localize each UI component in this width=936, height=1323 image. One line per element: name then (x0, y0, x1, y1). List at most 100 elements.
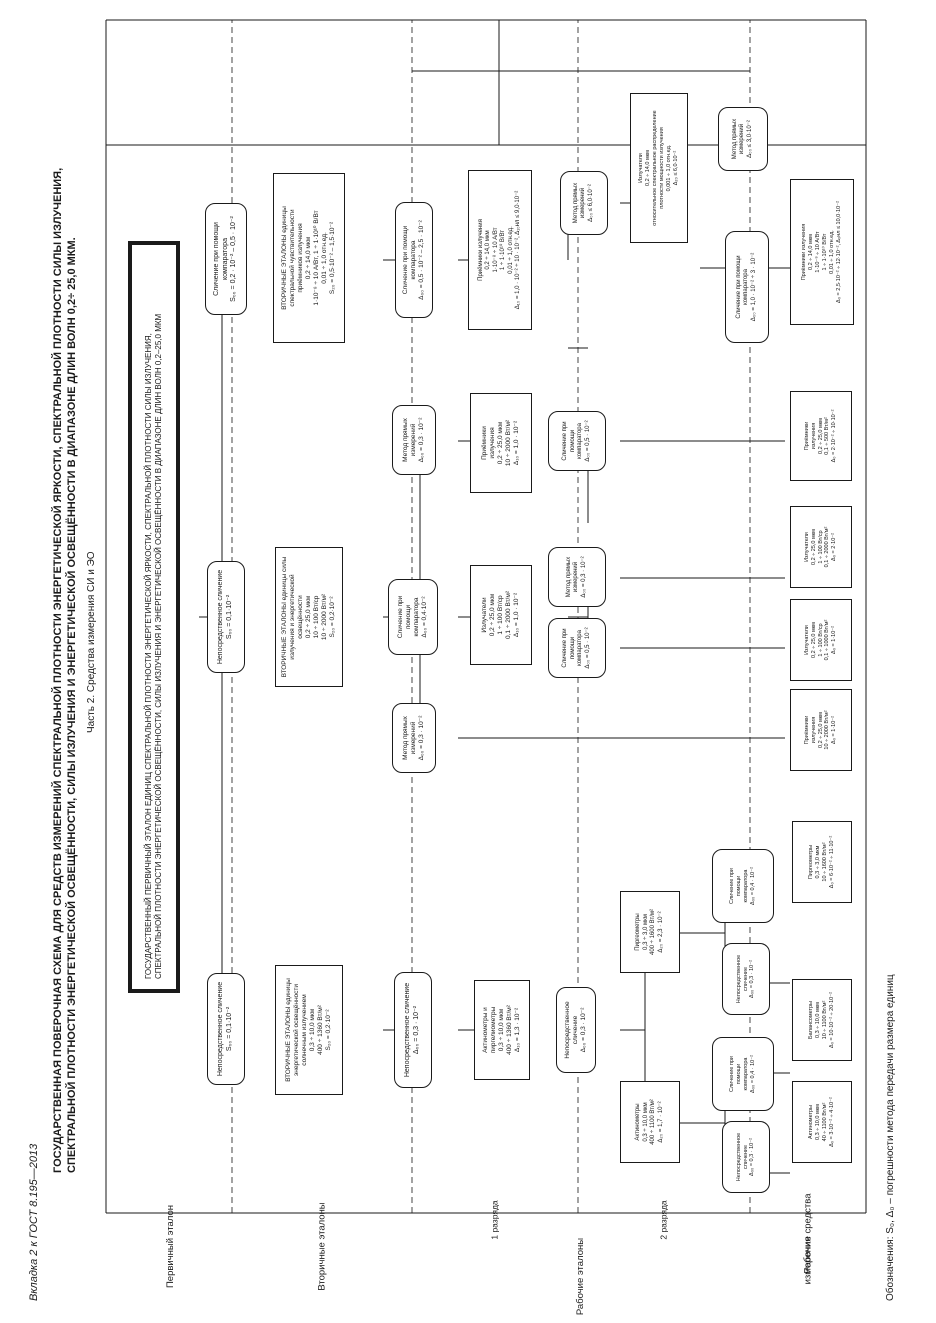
node-line: 0,2 ÷ 25,0 мкм (304, 595, 312, 639)
node-line: Δ₀ = 2·10⁻² (831, 533, 838, 561)
method-line: Сличение при помощи (212, 222, 220, 296)
node-line: 1·10⁻⁸ ÷ 10 А/Вт (815, 231, 822, 273)
node-line: 0,2 ÷ 25,0 мкм (496, 421, 504, 465)
node-line: 0,3 ÷ 3,0 мкм (642, 914, 649, 950)
node-line: 0,3 ÷ 10,0 мкм (815, 1104, 822, 1140)
node-line: Приёмники (803, 715, 810, 745)
method-line: Непосредственное сличение (404, 982, 412, 1078)
method-line: Δ₀₀ = 0,3 · 10⁻² (580, 1007, 588, 1053)
method-line: Сличение при (562, 421, 568, 461)
rank1-actinometers: Актинометры и пиргелиометры 0,3 ÷ 10,0 м… (474, 980, 530, 1080)
node-line: 0,2 ÷ 25,0 мкм (817, 712, 824, 748)
node-line: ВТОРИЧНЫЕ ЭТАЛОНЫ единицы (280, 206, 288, 310)
node-line: Приёмники (480, 426, 488, 460)
node-line: 0,1 ÷ 2000 Вт/м² (824, 526, 831, 568)
node-line: 1·10⁻⁸ ÷ 10 А/Вт, 1 ÷ 1·10¹⁰ В/Вт (313, 210, 321, 306)
method-line: Δ₀₀ = 0,3 · 10⁻² (749, 1138, 756, 1176)
node-line: Актинометры (635, 1103, 641, 1141)
node-line: 1 ÷ 100 Вт/ср (817, 530, 824, 564)
rank1-receivers: Приёмники излучения 0,2 ÷ 25,0 мкм 10 ÷ … (470, 393, 532, 493)
method-direct-comparison-4a1: Непосредственное сличение Δ₀₀ = 0,3 · 10… (722, 1121, 770, 1193)
method-comparator-4a2: Сличение при помощи компаратора Δ₀₀ = 0,… (712, 1037, 774, 1111)
node-line: 1 ÷ 100 Вт/ср (817, 623, 824, 657)
node-line: Излучатели (638, 153, 645, 183)
node-line: S₂₀ = 0,2·10⁻² (325, 1009, 333, 1051)
node-line: Δ₀ = 2,5·10⁻² ÷ 12·10⁻², Δ₀нл ≤ 10,0·10⁻… (835, 201, 842, 303)
node-line: Излучатели (803, 625, 810, 655)
working-radiation-receivers: Приёмники излучения 0,2 ÷ 14,0 мкм 1·10⁻… (790, 179, 854, 325)
node-line: 0,1 ÷ 1000 Вт/м² (824, 619, 831, 661)
node-line: Δ₀ = 1·10⁻² (831, 626, 838, 654)
method-line: Непосредственное (735, 1132, 742, 1182)
node-line: 400 ÷ 1360 Вт/м² (506, 1005, 514, 1055)
method-direct-comparison-4a3: Непосредственное сличение Δ₀₀ = 0,3 · 10… (722, 943, 770, 1015)
method-line: компаратора (221, 238, 229, 280)
node-line: 0,01 ÷ 1,0 отн.ед. (507, 226, 514, 274)
node-line: S₂₀ = 0,2·10⁻² (329, 596, 337, 638)
rank1-radiation-receivers: Приёмники излучения 0,2 ÷ 14,0 мкм 1·10⁻… (468, 170, 532, 330)
node-line: 10 ÷ 2000 Вт/м² (824, 710, 831, 750)
node-line: Δ₁₀ = 1,0 · 10⁻² (513, 592, 521, 638)
node-line: Излучатели (480, 597, 488, 633)
node-line: Δ₀ = 1·10⁻² (831, 716, 838, 744)
node-line: Пиргеометры (635, 913, 641, 951)
rank2-pyrgeometers: Пиргеометры 0,3 ÷ 3,0 мкм 400 ÷ 1600 Вт/… (620, 891, 680, 973)
secondary-standard-b: ВТОРИЧНЫЕ ЭТАЛОНЫ единицы силы излучения… (275, 547, 343, 687)
node-line: ВТОРИЧНЫЕ ЭТАЛОНЫ единицы (284, 978, 292, 1082)
working-balancemeters: Балансометры 0,3 ÷ 10,0 мкм 10 ÷ 1100 Вт… (792, 979, 852, 1061)
method-direct-comparison-3a: Непосредственное сличение Δ₀₀ = 0,3 · 10… (556, 987, 596, 1073)
method-line: S₀₀ = 0,2 · 10⁻² – 0,5 · 10⁻² (230, 216, 238, 302)
node-line: солнечным излучением (300, 994, 308, 1066)
node-line: Δ₀ = 10·10⁻² ÷ 20·10⁻² (828, 992, 835, 1048)
method-line: помощи (736, 875, 743, 897)
node-line: 0,1 ÷ 2000 Вт/м² (505, 590, 513, 640)
node-line: 10 ÷ 1100 Вт/м² (822, 1000, 828, 1040)
method-comparator-3b1: Сличение при помощи компаратора Δ₀₀ = 0,… (548, 618, 606, 678)
node-line: излучения (810, 422, 817, 450)
rank1-emitters: Излучатели 0,2 ÷ 25,0 мкм 1 ÷ 100 Вт/ср … (470, 565, 532, 665)
node-line: 0,3 ÷ 10,0 мкм (642, 1102, 649, 1142)
node-line: 0,01 ÷ 1,0 отн.ед. (321, 232, 329, 284)
method-line: Δ₀₀ = 0,5 · 10⁻² – 2,5 · 10⁻² (418, 220, 426, 300)
level-label-text: 1 разряда (490, 1200, 500, 1240)
node-line: Приёмники излучения (477, 219, 484, 281)
node-line: Δ₂₀ ≤ 6,0·10⁻² (672, 150, 679, 186)
method-line: Сличение при (396, 595, 404, 639)
level-label-text: Рабочие эталоны (575, 1237, 587, 1316)
method-line: помощи (736, 1063, 743, 1085)
node-line: Актинометры и (481, 1007, 489, 1053)
node-line: Δ₁₀ = 1,0 · 10⁻² (513, 420, 521, 466)
method-comparator-2b2: Сличение при помощи компаратора Δ₀₀ = 0,… (388, 579, 438, 655)
node-line: Δ₀ = 2·10⁻² ÷ 10·10⁻² (831, 409, 838, 463)
method-line: Δ₀₀ = 0,4 · 10⁻² (749, 867, 756, 905)
method-direct-comparison-a: Непосредственное сличение S₀₀ = 0,1·10⁻² (207, 973, 245, 1085)
node-line: энергетической освещённости (292, 983, 300, 1077)
method-line: измерений (409, 721, 417, 755)
node-line: 0,2 ÷ 25,0 мкм (810, 622, 817, 658)
method-line: компаратора (413, 597, 420, 637)
method-line: Δ₀₀ = 0,3 · 10⁻² (418, 715, 426, 761)
node-line: 0,2 ÷ 25,0 мкм (488, 593, 496, 637)
node-line: 0,3 ÷ 10,0 мкм (497, 1008, 505, 1052)
method-line: Δ₀₀ = 0,3 · 10⁻² (413, 1005, 420, 1055)
method-line: компаратора (743, 869, 749, 903)
node-line: 10 ÷ 100 Вт/ср (313, 595, 321, 639)
method-line: S₀₀ = 0,1·10⁻² (226, 594, 233, 640)
node-line: 1 ÷ 100 Вт/ср (496, 595, 504, 635)
method-line: Δ₀₀ ≤ 6,0·10⁻² (587, 184, 594, 222)
node-line: Балансометры (808, 1000, 815, 1040)
node-line: 0,3 ÷ 10,0 мкм (815, 1002, 822, 1038)
method-line: Δ₀₀ = 0,5 · 10⁻² (584, 627, 591, 669)
method-line: Непосредственное сличение (217, 981, 225, 1077)
method-line: измерений (580, 187, 587, 219)
node-line: 1 ÷ 1·10¹⁰ В/Вт (500, 229, 506, 271)
node-line: 40 ÷ 1100 Вт/м² (822, 1102, 828, 1142)
node-line: Δ₀ = 6·10⁻² ÷ 11·10⁻² (828, 835, 835, 889)
level-label-text: Первичный эталон (165, 1204, 177, 1289)
method-direct-measurement-3c1: Метод прямых измерений Δ₀₀ ≤ 6,0·10⁻² (560, 171, 608, 235)
method-comparator-r2c2: Сличение при помощи компаратора Δ₀₀ = 1,… (725, 231, 769, 343)
node-line: 0,2 ÷ 14,0 мкм (304, 236, 312, 280)
node-line: приёмников излучения (296, 223, 304, 293)
node-line: 0,2 ÷ 14,0 мкм (485, 230, 491, 270)
